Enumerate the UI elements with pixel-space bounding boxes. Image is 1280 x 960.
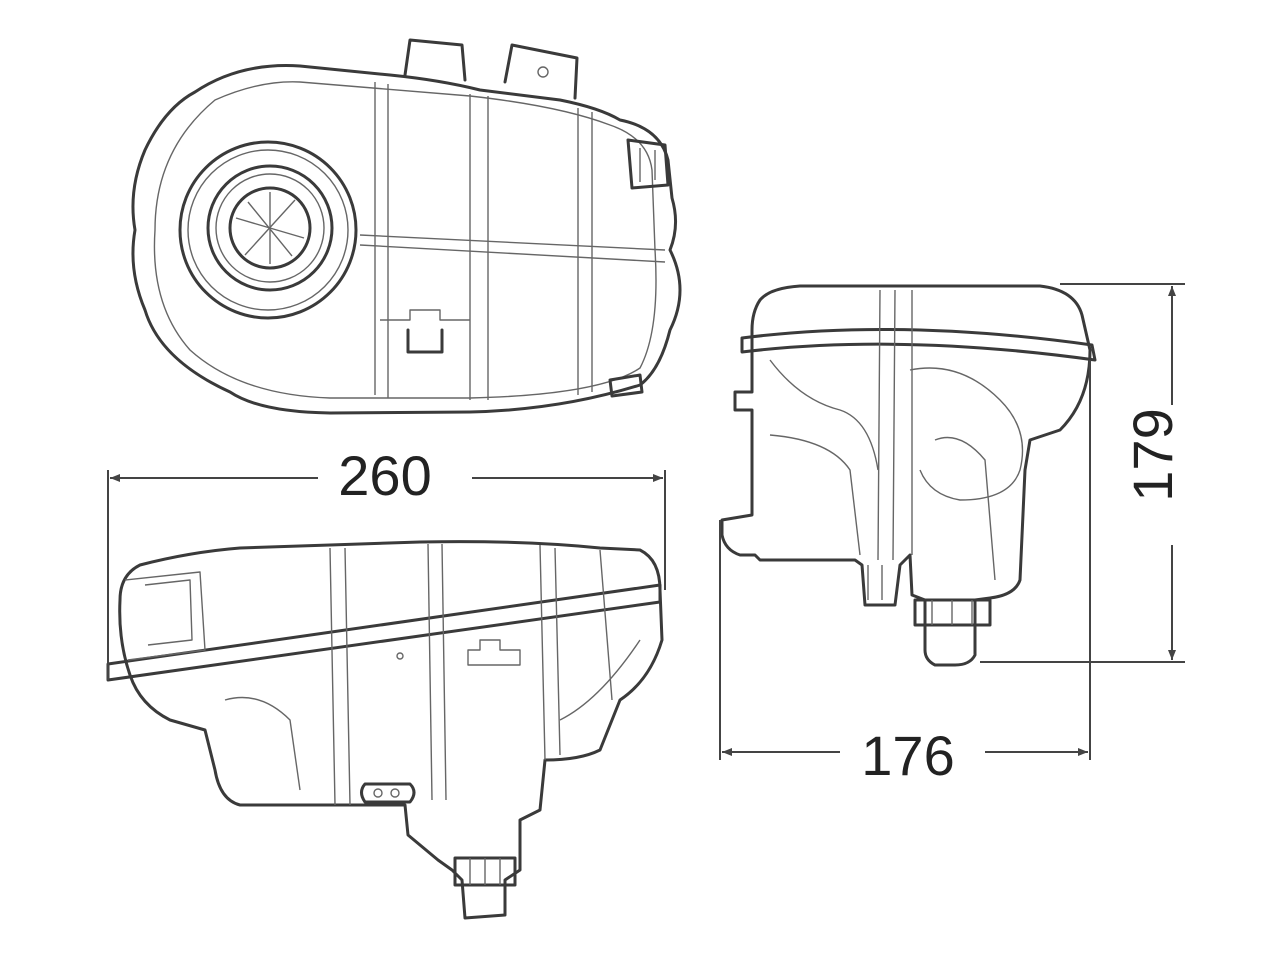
mount-tab-left [403, 38, 467, 82]
bottom-clip [360, 782, 416, 804]
tank-outline-top [131, 64, 682, 415]
front-view [106, 540, 664, 920]
cap-ring [206, 164, 334, 292]
dimension-width: 260 [107, 444, 666, 680]
outlet-fitting [453, 856, 517, 887]
dimension-depth: 176 [719, 360, 1091, 787]
tank-outline-front [118, 540, 664, 920]
side-connector [626, 138, 670, 190]
top-view [131, 38, 682, 415]
mount-tab-right [503, 43, 579, 100]
height-label: 179 [1121, 408, 1184, 501]
cap-center [228, 186, 312, 270]
side-band [740, 327, 1097, 362]
tab-hole [537, 66, 549, 78]
depth-label: 176 [861, 724, 954, 787]
tank-outline-side [720, 284, 1092, 667]
side-view [720, 284, 1097, 667]
width-label: 260 [338, 444, 431, 507]
side-outlet-fitting [913, 598, 992, 627]
dimension-height: 179 [980, 283, 1185, 663]
filler-neck [178, 140, 358, 320]
